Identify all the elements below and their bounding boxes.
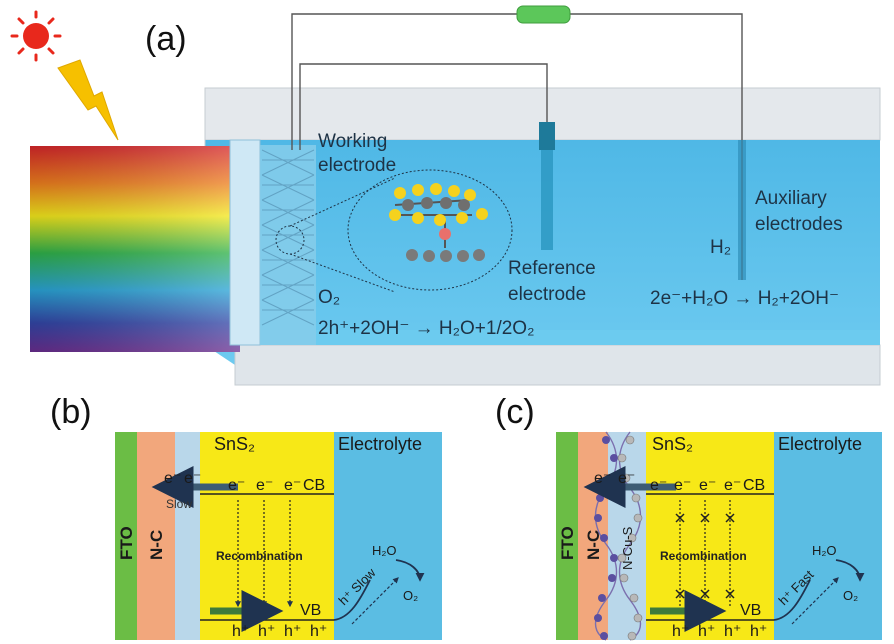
recombination-label-c: Recombination bbox=[660, 549, 747, 563]
electron: e⁻ bbox=[618, 470, 635, 487]
electrolyte-label-c: Electrolyte bbox=[778, 434, 862, 454]
working-electrode bbox=[229, 139, 316, 346]
sns2-label-b: SnS₂ bbox=[214, 434, 255, 454]
hole: h⁺ bbox=[750, 623, 767, 640]
panel-label-b: (b) bbox=[50, 393, 92, 431]
fto-label-c: FTO bbox=[558, 526, 577, 560]
hole: h⁺ bbox=[724, 623, 741, 640]
electrons-b: e⁻ e⁻ e⁻ e⁻ e⁻ bbox=[164, 470, 301, 494]
electron: e⁻ bbox=[594, 470, 611, 487]
electron: e⁻ bbox=[724, 477, 741, 494]
reference-electrode-label-1: Reference bbox=[508, 258, 596, 279]
molecule-zoom bbox=[289, 169, 513, 293]
anode-reaction: 2h⁺+2OH⁻ → H₂O+1/2O₂ bbox=[318, 318, 534, 339]
band-diagram-c bbox=[556, 431, 882, 641]
resistor-icon bbox=[516, 5, 571, 24]
nc-label-b: N-C bbox=[147, 530, 166, 560]
cathode-reaction: 2e⁻+H₂O → H₂+2OH⁻ bbox=[650, 288, 839, 309]
fto-label-b: FTO bbox=[117, 526, 136, 560]
electron: e⁻ bbox=[256, 477, 273, 494]
o2-label: O₂ bbox=[318, 287, 340, 308]
working-electrode-label-1: Working bbox=[318, 131, 387, 152]
electron: e⁻ bbox=[284, 477, 301, 494]
hole: h⁺ bbox=[258, 623, 275, 640]
hole: h⁺ bbox=[232, 623, 249, 640]
holes-c: h⁺ h⁺ h⁺ h⁺ bbox=[672, 623, 767, 640]
hole: h⁺ bbox=[672, 623, 689, 640]
electrons-c: e⁻ e⁻ e⁻ e⁻ e⁻ e⁻ bbox=[594, 470, 741, 494]
electron: e⁻ bbox=[699, 477, 716, 494]
h2o-label-b: H₂O bbox=[372, 543, 397, 558]
o2-label-b: O₂ bbox=[403, 588, 418, 603]
ncus-label-c: N-Cu-S bbox=[620, 526, 635, 570]
nc-label-c: N-C bbox=[584, 530, 603, 560]
lightning-bolt-icon bbox=[57, 59, 119, 141]
hole: h⁺ bbox=[284, 623, 301, 640]
sns2-molecule bbox=[389, 183, 488, 262]
electrolysis-tank bbox=[204, 87, 881, 386]
sun-icon bbox=[10, 10, 62, 62]
electrolyte-label-b: Electrolyte bbox=[338, 434, 422, 454]
hole: h⁺ bbox=[310, 623, 327, 640]
electron: e⁻ bbox=[650, 477, 667, 494]
slow-label-b: Slow bbox=[166, 497, 192, 511]
sns2-label-c: SnS₂ bbox=[652, 434, 693, 454]
h2o-label-c: H₂O bbox=[812, 543, 837, 558]
panel-label-c: (c) bbox=[495, 393, 535, 431]
electron: e⁻ bbox=[164, 470, 181, 487]
holes-b: h⁺ h⁺ h⁺ h⁺ bbox=[232, 623, 327, 640]
panel-label-a: (a) bbox=[145, 20, 187, 58]
vb-label-b: VB bbox=[300, 602, 321, 619]
band-diagram-b bbox=[115, 432, 442, 640]
electron: e⁻ bbox=[674, 477, 691, 494]
o2-label-c: O₂ bbox=[843, 588, 858, 603]
reference-electrode-label-2: electrode bbox=[508, 284, 586, 305]
auxiliary-electrode-label-1: Auxiliary bbox=[755, 188, 827, 209]
reference-electrode bbox=[539, 122, 555, 250]
auxiliary-electrode-label-2: electrodes bbox=[755, 214, 843, 235]
cb-label-c: CB bbox=[743, 477, 765, 494]
working-electrode-label-2: electrode bbox=[318, 155, 396, 176]
vb-label-c: VB bbox=[740, 602, 761, 619]
h2-label: H₂ bbox=[710, 237, 731, 258]
electron: e⁻ bbox=[184, 470, 201, 487]
hole: h⁺ bbox=[698, 623, 715, 640]
cb-label-b: CB bbox=[303, 477, 325, 494]
auxiliary-electrode bbox=[738, 140, 746, 280]
recombination-label-b: Recombination bbox=[216, 549, 303, 563]
electron: e⁻ bbox=[228, 477, 245, 494]
